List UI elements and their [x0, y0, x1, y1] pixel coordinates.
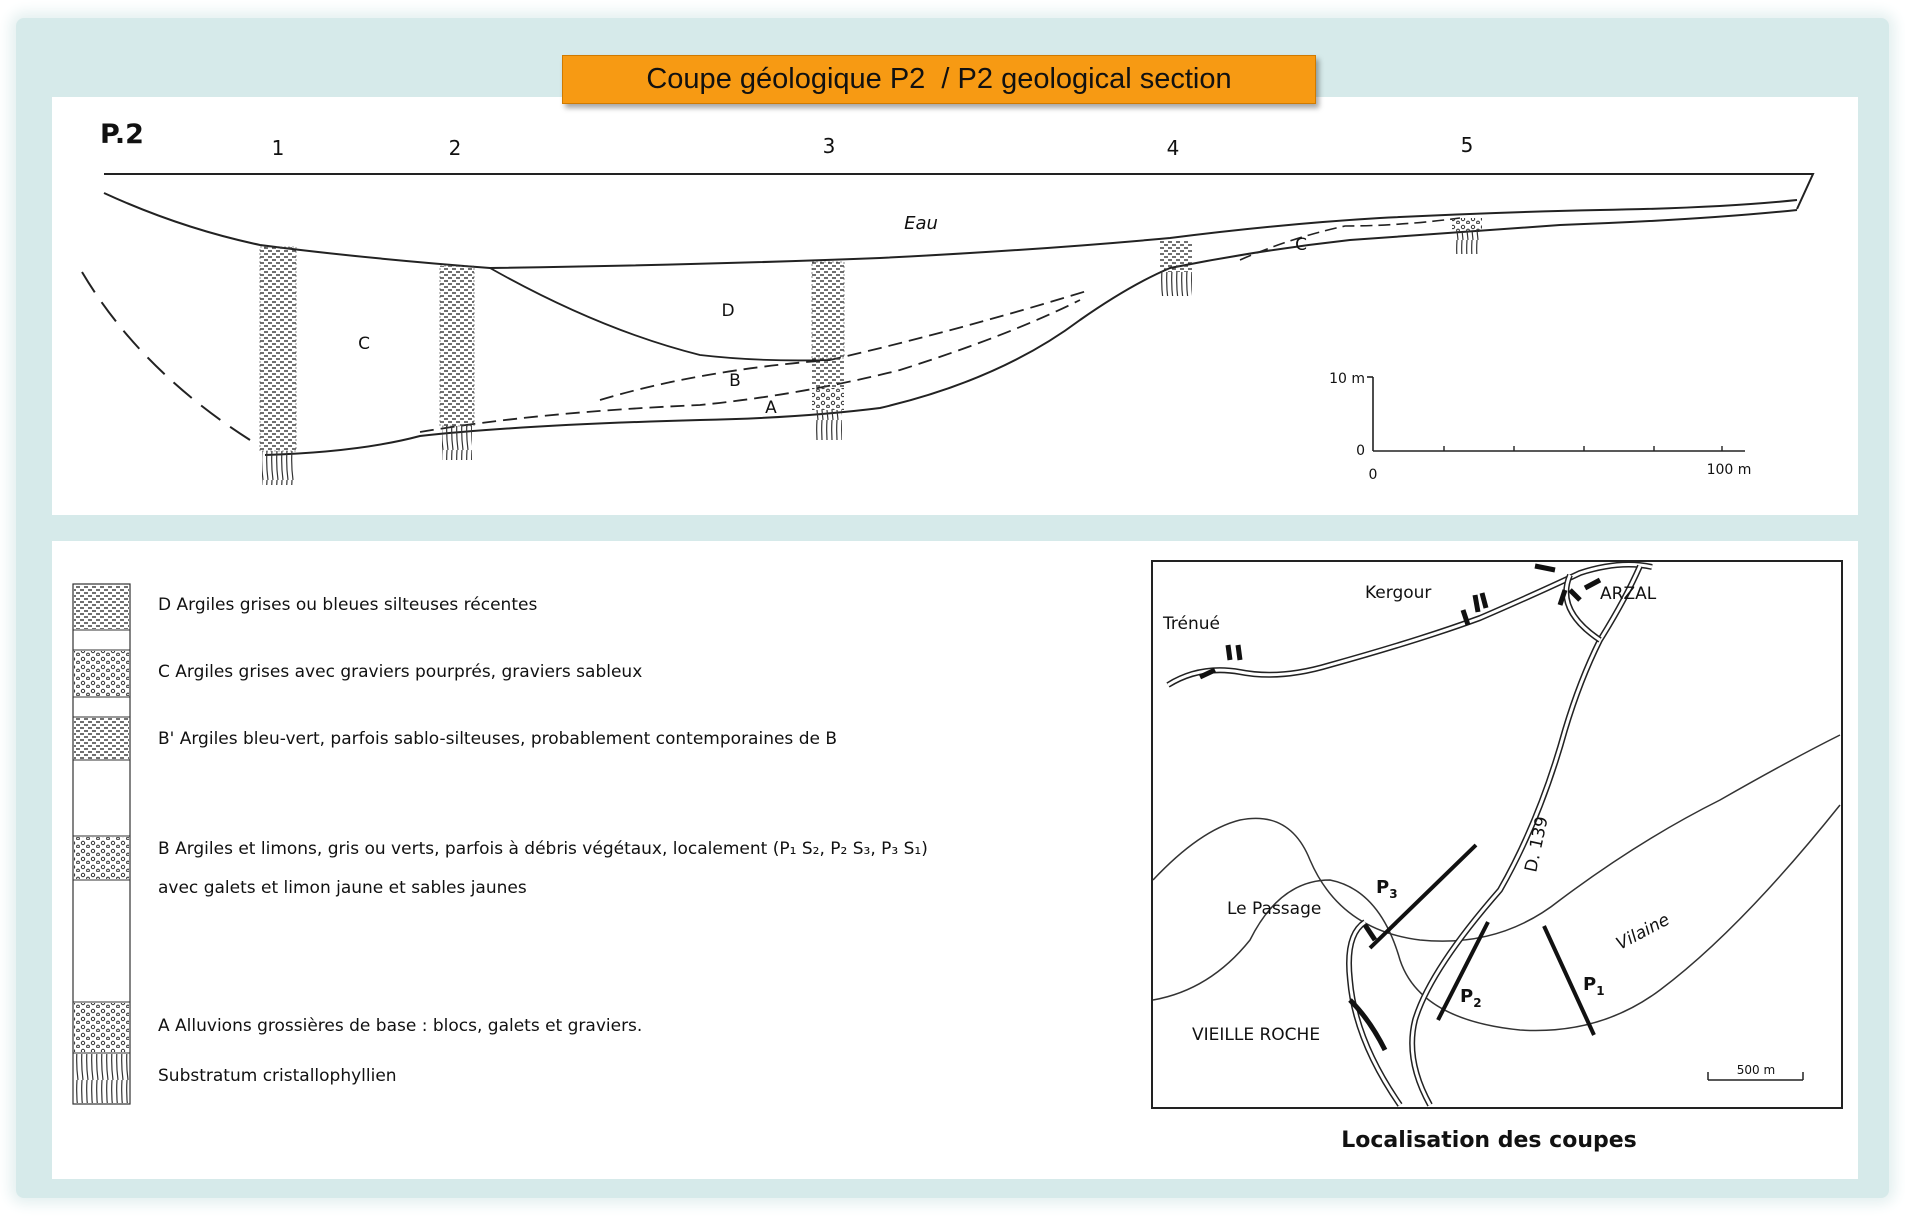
borehole-label-1: 1	[272, 136, 285, 160]
river-bank-north	[1152, 734, 1841, 942]
legend-swatch-substratum	[74, 1054, 129, 1103]
geological-section: P.2 1 2 3 4 5	[81, 119, 1815, 485]
place-arzal: ARZAL	[1600, 584, 1657, 604]
unit-label-c-left: C	[358, 334, 370, 354]
section-label-p1: P1	[1583, 974, 1605, 998]
borehole-2	[439, 265, 475, 460]
scale-v-zero: 0	[1356, 443, 1365, 459]
section-panel	[52, 97, 1858, 515]
settlement-vieille-roche	[1348, 998, 1388, 1052]
legend: D Argiles grises ou bleues silteuses réc…	[72, 583, 928, 1105]
legend-text-c: C Argiles grises avec graviers pourprés,…	[158, 662, 642, 682]
legend-text-a: A Alluvions grossières de base : blocs, …	[158, 1016, 642, 1036]
settlement-passage	[1362, 923, 1378, 942]
legend-swatch-b	[74, 837, 129, 879]
legend-text-b: B Argiles et limons, gris ou verts, parf…	[158, 839, 928, 859]
scale-10m: 10 m	[1329, 371, 1365, 387]
unit-d-limit	[489, 267, 831, 362]
section-label-p2: P2	[1460, 986, 1482, 1010]
place-kergour: Kergour	[1365, 583, 1431, 603]
settlement-trenue	[1198, 644, 1243, 680]
section-label-p3: P3	[1376, 877, 1398, 901]
legend-text-b-2: avec galets et limon jaune et sables jau…	[158, 878, 527, 898]
map-frame	[1151, 560, 1843, 1109]
unit-a-b-dashed	[419, 299, 1081, 433]
substratum-boundary	[264, 209, 1798, 456]
borehole-label-5: 5	[1461, 133, 1474, 157]
water-surface-line	[104, 173, 1815, 210]
map-caption: Localisation des coupes	[1341, 1128, 1637, 1153]
borehole-5	[1452, 218, 1482, 254]
section-name: P.2	[100, 119, 144, 150]
legend-swatch-b-prime	[74, 718, 129, 759]
left-dashed-limit	[81, 271, 251, 441]
place-vieille-roche: VIEILLE ROCHE	[1192, 1025, 1320, 1045]
borehole-4	[1160, 240, 1192, 296]
section-line-p2	[1436, 921, 1490, 1021]
legend-swatch-a	[74, 1003, 129, 1052]
legend-text-d: D Argiles grises ou bleues silteuses réc…	[158, 595, 537, 615]
place-le-passage: Le Passage	[1227, 899, 1321, 919]
section-line-p1	[1542, 925, 1596, 1036]
place-trenue: Trénué	[1162, 614, 1220, 634]
unit-label-a: A	[765, 398, 777, 418]
scale-h-zero: 0	[1369, 467, 1378, 483]
unit-c-dashed	[1239, 217, 1461, 261]
legend-swatch-c	[74, 651, 129, 696]
river-bed-line	[103, 192, 1798, 270]
unit-label-b: B	[729, 371, 741, 391]
borehole-1	[259, 246, 297, 485]
section-line-p3	[1368, 843, 1478, 950]
borehole-label-2: 2	[449, 136, 462, 160]
settlement-kergour	[1460, 592, 1489, 626]
water-label: Eau	[904, 213, 938, 234]
borehole-label-4: 4	[1167, 136, 1180, 160]
scale-100m: 100 m	[1707, 462, 1752, 478]
section-scale-bar: 10 m 0 0 100 m	[1329, 371, 1751, 483]
legend-text-b-prime: B' Argiles bleu-vert, parfois sablo-silt…	[158, 729, 837, 749]
legend-swatch-d	[74, 585, 129, 629]
map-scale-label: 500 m	[1737, 1063, 1775, 1077]
borehole-label-3: 3	[823, 134, 836, 158]
location-map: Trénué Kergour ARZAL Le Passage VIEILLE …	[1151, 560, 1843, 1153]
legend-text-substratum: Substratum cristallophyllien	[158, 1066, 397, 1086]
unit-label-d: D	[721, 301, 734, 321]
river-bank-south	[1152, 804, 1841, 1032]
page-title: Coupe géologique P2 / P2 geological sect…	[562, 55, 1316, 104]
unit-label-c-right: C	[1295, 235, 1307, 255]
map-scale-bar: 500 m	[1707, 1063, 1804, 1081]
settlement-arzal	[1534, 563, 1602, 606]
borehole-3	[811, 261, 845, 440]
